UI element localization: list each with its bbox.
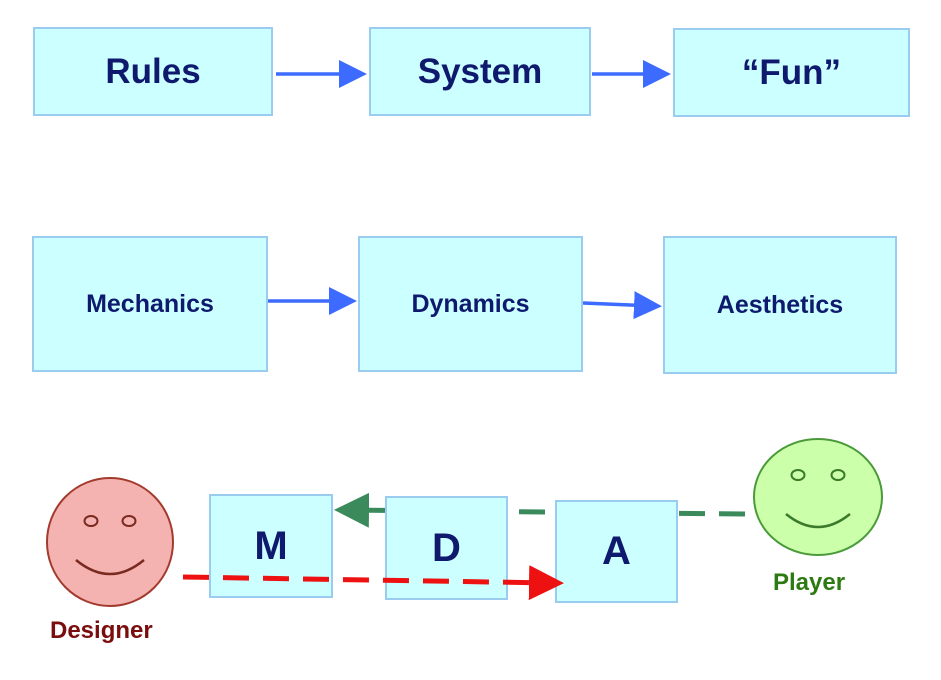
aesthetics-box: Aesthetics [663, 236, 897, 374]
aesthetics-label: Aesthetics [716, 290, 844, 319]
d-label: D [432, 525, 461, 570]
system-box: System [369, 27, 591, 116]
m-label: M [254, 523, 288, 568]
dynamics-box: Dynamics [358, 236, 583, 372]
designer-label: Designer [50, 617, 153, 644]
rules-box: Rules [33, 27, 273, 116]
player-smiley-face-icon [753, 438, 883, 556]
mechanics-label: Mechanics [86, 289, 214, 318]
fun-label: “Fun” [741, 52, 842, 92]
a-box: A [555, 500, 678, 603]
dynamics-label: Dynamics [411, 289, 530, 318]
fun-box: “Fun” [673, 28, 910, 117]
player-label: Player [773, 569, 846, 596]
rules-label: Rules [105, 51, 201, 91]
designer-perspective-arrow [182, 565, 564, 601]
mechanics-box: Mechanics [32, 236, 268, 372]
system-label: System [417, 51, 543, 91]
arrow-dynamics-to-aesthetics [582, 291, 662, 320]
designer-smiley-face-icon [46, 477, 174, 607]
a-label: A [602, 529, 631, 573]
